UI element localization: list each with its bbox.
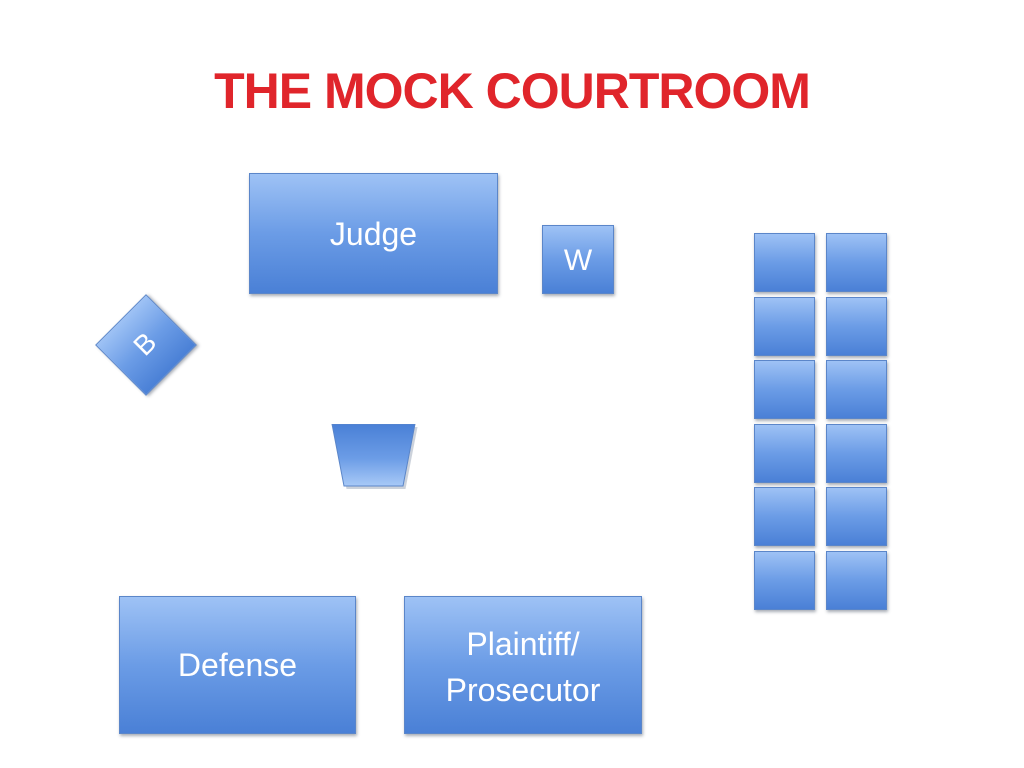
jury-seat [826,551,887,610]
podium [331,424,418,489]
witness-label: W [563,244,593,277]
judge-label: Judge [329,216,418,252]
slide-title: THE MOCK COURTROOM [214,63,811,119]
defense-table: Defense [119,596,356,734]
jury-seat [826,233,887,292]
jury-seat [826,297,887,356]
jury-seat [754,424,815,483]
bailiff-post: B [95,294,197,396]
jury-seat [826,487,887,546]
defense-label: Defense [177,647,298,683]
jury-seat [754,487,815,546]
prosecutor-label-line2: Prosecutor [445,672,601,708]
jury-seat [826,360,887,419]
jury-seat [826,424,887,483]
jury-seat [754,297,815,356]
judge-bench: Judge [249,173,498,294]
jury-seat [754,233,815,292]
jury-seat [754,551,815,610]
bailiff-label: B [127,326,163,362]
witness-stand: W [542,225,614,294]
prosecutor-label-line1: Plaintiff/ [466,626,580,662]
prosecutor-table: Plaintiff/ Prosecutor [404,596,642,734]
jury-seat [754,360,815,419]
